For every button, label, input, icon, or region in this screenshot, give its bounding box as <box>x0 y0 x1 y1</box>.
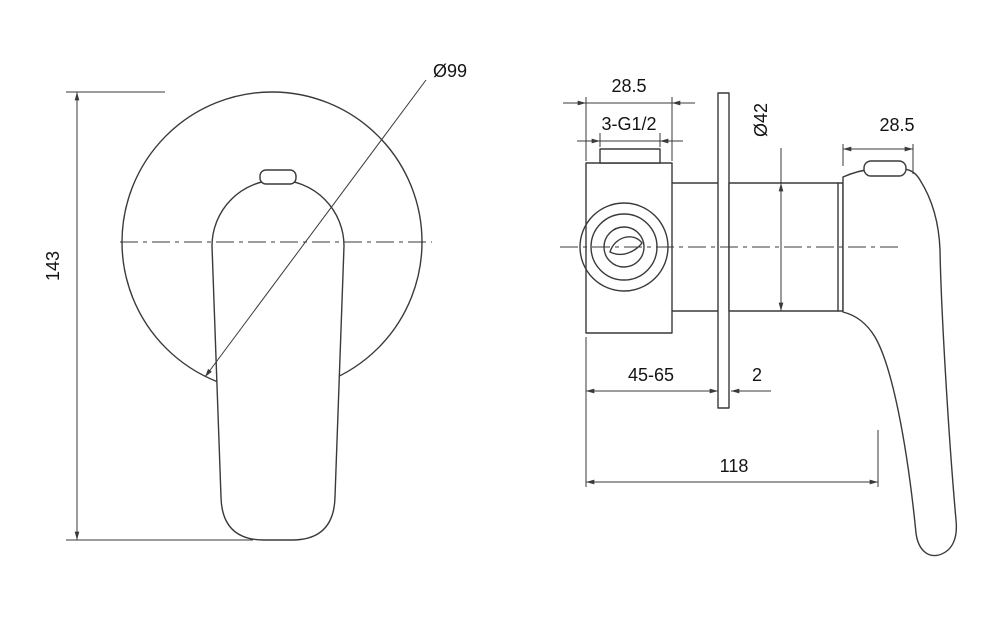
dim-wall-depth-range: 45-65 <box>628 365 674 385</box>
dimension-overall-height: 143 <box>43 91 253 541</box>
dim-sleeve-diameter: Ø42 <box>751 103 771 137</box>
dimension-thread-spec: 3-G1/2 <box>577 114 683 147</box>
dimension-sleeve-diameter: Ø42 <box>751 103 784 311</box>
handle-button-side <box>863 160 907 177</box>
valve-body-side <box>585 162 673 334</box>
dimension-plate-thickness: 2 <box>731 365 771 394</box>
dim-overall-depth: 118 <box>720 456 749 476</box>
front-view: Ø99 143 <box>43 61 467 541</box>
dimension-wall-depth: 45-65 <box>585 337 718 397</box>
dim-overall-height: 143 <box>43 251 63 281</box>
dim-plate-diameter: Ø99 <box>433 61 467 81</box>
dimension-handle-head-width: 28.5 <box>842 115 915 174</box>
dim-handle-head-width: 28.5 <box>879 115 914 135</box>
top-thread-port <box>599 148 661 164</box>
side-view: 28.5 3-G1/2 Ø42 28.5 <box>560 76 958 557</box>
leader-line <box>204 79 427 378</box>
escutcheon-plate-side <box>717 92 730 409</box>
dim-thread-spec: 3-G1/2 <box>601 114 656 134</box>
dim-body-width: 28.5 <box>611 76 646 96</box>
handle-lever-side <box>842 168 958 557</box>
handle-front <box>211 179 345 541</box>
dim-plate-thickness: 2 <box>752 365 762 385</box>
handle-button-front <box>259 169 297 185</box>
cartridge-slot <box>609 236 643 256</box>
dimension-body-width: 28.5 <box>563 76 695 161</box>
dimension-overall-depth: 118 <box>585 397 879 487</box>
dimension-plate-diameter: Ø99 <box>204 61 467 378</box>
